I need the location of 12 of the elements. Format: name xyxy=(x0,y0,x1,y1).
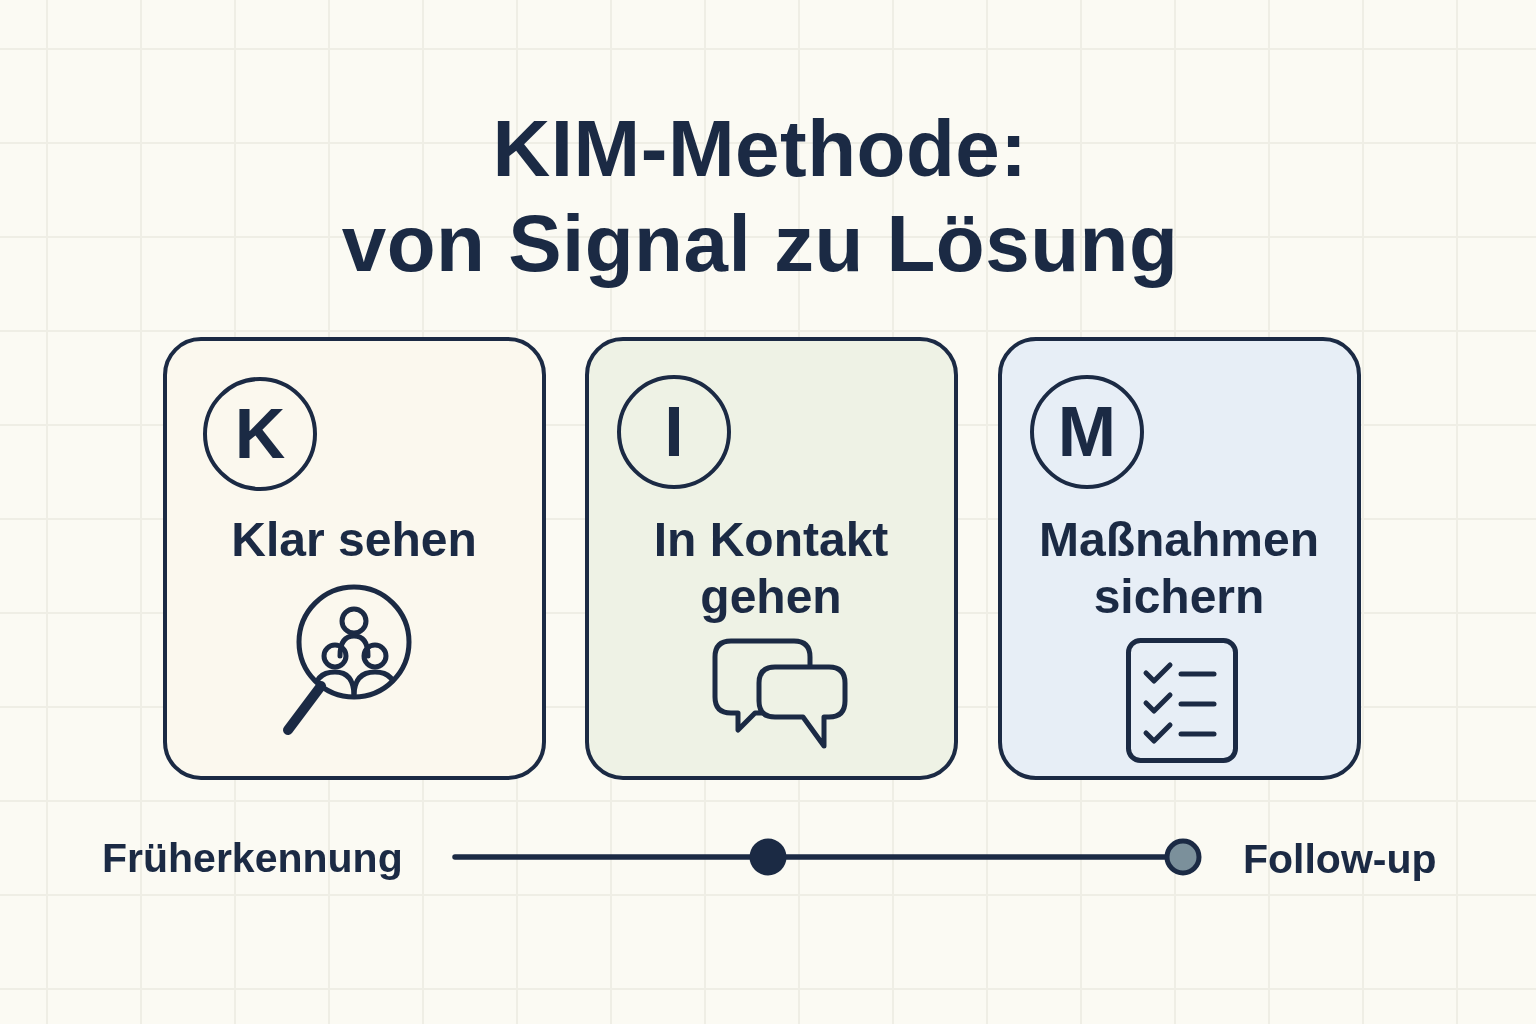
timeline-label: Früherkennung xyxy=(102,834,403,882)
step-card xyxy=(585,337,958,780)
step-title: Maßnahmen sichern xyxy=(1038,512,1320,625)
step-letter-badge: M xyxy=(1030,375,1144,489)
step-card xyxy=(998,337,1361,780)
step-title: In Kontakt gehen xyxy=(652,512,890,625)
title: KIM-Methode: von Signal zu Lösung xyxy=(340,103,1180,290)
step-letter-badge: I xyxy=(617,375,731,489)
step-title: Klar sehen xyxy=(230,512,478,568)
timeline-label: Follow-up xyxy=(1243,835,1437,883)
step-letter-badge: K xyxy=(203,377,317,491)
step-card xyxy=(163,337,546,780)
